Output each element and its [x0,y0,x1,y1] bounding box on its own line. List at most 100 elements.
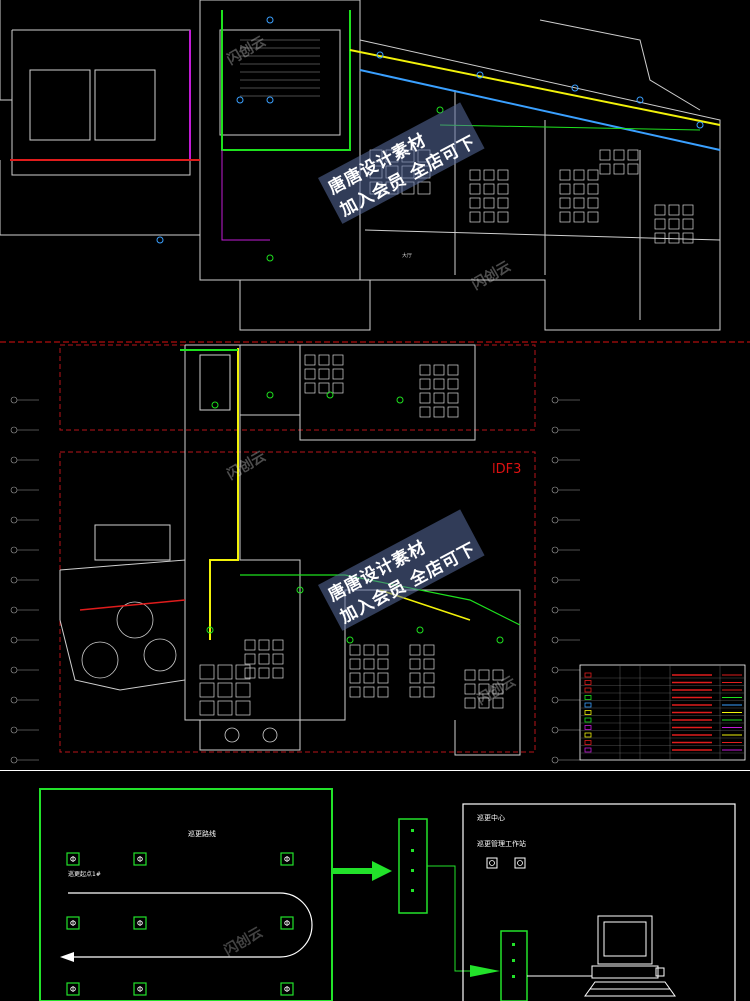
axis-bubble [10,456,18,464]
axis-bubble [551,606,559,614]
axis-bubble [551,456,559,464]
desk [627,149,639,161]
station-label: 巡更管理工作站 [477,840,526,848]
device-marker [496,636,504,644]
legend-symbol [584,717,592,723]
floor-plan-panel: 唐唐设计素材 加入会员 全店可下 唐唐设计素材 加入会员 全店可下 闪创云 闪创… [0,0,750,764]
desk [377,658,389,670]
desk [363,658,375,670]
desk [599,163,611,175]
axis-bubble [10,396,18,404]
floor-plan-drawing [0,0,750,764]
desk [363,672,375,684]
device-marker [206,626,214,634]
start-label: 巡更起点1# [68,871,101,878]
collector-box-2 [500,930,528,1001]
axis-bubble [551,546,559,554]
desk [492,669,504,681]
desk [483,197,495,209]
desk [682,204,694,216]
desk [573,169,585,181]
round-tables [81,601,278,743]
axis-bubble [551,756,559,764]
desk [433,378,445,390]
legend-symbol [584,672,592,678]
patrol-route-path [68,892,313,958]
desk [258,639,270,651]
legend-symbol [584,740,592,745]
axis-bubble [10,546,18,554]
desk [244,653,256,665]
reader-devices [486,857,526,869]
device-marker [266,16,274,24]
desk [235,664,251,680]
desk [199,700,215,716]
desk [492,697,504,709]
desk [469,211,481,223]
desk [332,368,344,380]
desk [349,658,361,670]
desk [587,211,599,223]
axis-bubble [10,576,18,584]
device-marker [476,71,484,79]
desk [682,232,694,244]
cable-runs [10,10,721,241]
checkpoint-glyph: Φ [284,985,290,994]
desk [272,653,284,665]
desk [304,354,316,366]
device-marker [266,391,274,399]
axis-bubble [10,756,18,764]
desk [682,218,694,230]
desk [419,406,431,418]
computer-workstation-icon [584,915,676,997]
checkpoint-box [133,916,147,930]
desk [409,686,421,698]
checkpoint-box [280,852,294,866]
axis-bubble [10,636,18,644]
axis-bubble [10,516,18,524]
device-marker [396,396,404,404]
desk [469,197,481,209]
desk [573,183,585,195]
axis-bubble [10,486,18,494]
axis-bubble [551,666,559,674]
desk [244,667,256,679]
desk [409,658,421,670]
axis-bubble [551,426,559,434]
desk [587,183,599,195]
checkpoint-glyph: Φ [70,919,76,928]
desk [654,204,666,216]
desk [483,169,495,181]
desk [587,169,599,181]
device-marker [156,236,164,244]
desk [423,686,435,698]
checkpoint-box [66,852,80,866]
desk [349,672,361,684]
desk [433,406,445,418]
desk [419,392,431,404]
device-marker [326,391,334,399]
axis-bubble [551,516,559,524]
desk [497,211,509,223]
checkpoint-glyph: Φ [137,855,143,864]
desk [318,382,330,394]
checkpoint-box [66,916,80,930]
legend-symbol [584,747,592,753]
legend-symbol [584,687,592,693]
legend-symbol [584,732,592,738]
legend-symbol [584,725,592,730]
desk [613,163,625,175]
desk [668,204,680,216]
route-label: 巡更路线 [188,830,216,838]
desk [433,392,445,404]
desk [419,364,431,376]
desk [349,644,361,656]
floor-label: lDF3 [492,462,522,477]
desk [417,181,431,195]
desk [258,653,270,665]
patrol-area-frame [39,788,333,1001]
axis-bubble [10,666,18,674]
desk [492,683,504,695]
device-markers [156,16,704,644]
